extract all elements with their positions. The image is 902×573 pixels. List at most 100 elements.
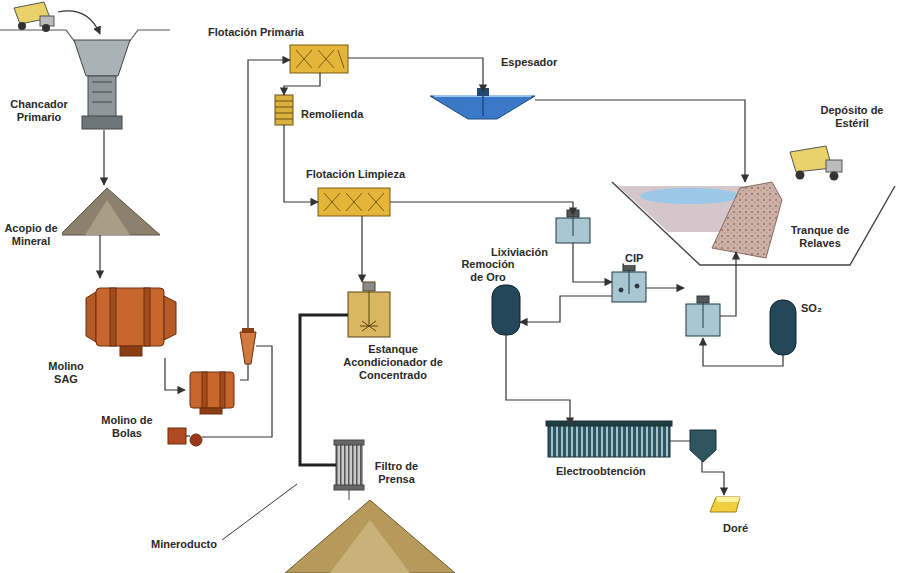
flow-connector [390,202,573,215]
equipment-label: Filtro de Prensa [368,460,425,486]
electrowinning-cell [546,421,672,457]
flotation-cell [318,188,390,216]
agitated-tank [612,272,646,302]
ball-mill [202,372,207,408]
regrind-mill [275,101,293,119]
flow-connector [520,296,612,322]
conditioning-tank [363,282,375,291]
crusher [74,40,130,76]
equipment-label: Acopio de Mineral [0,222,62,248]
detox-lines [646,252,783,366]
crusher [82,116,122,129]
haul-truck [58,11,100,34]
equipment-node: Doré [708,495,740,517]
regrind-mill [275,95,293,125]
pipeline-label: Mineroducto [150,538,218,551]
crusher [92,92,112,93]
pump [168,428,186,444]
pipeline-leader [222,484,297,540]
filter-press [336,444,362,486]
conditioning-tank [348,282,390,337]
equipment-node: Flotación Limpieza [318,188,390,216]
equipment-label: Espesador [500,56,558,69]
waste-truck [830,172,839,181]
equipment-node: Remolienda [275,95,293,125]
flow-connector [573,243,612,282]
equipment-node: Remoción de Oro [492,285,520,335]
filter-press [349,490,350,500]
equipment-node: Espesador [430,92,535,122]
agitated-tank [556,218,590,243]
haul-truck [14,2,100,34]
concentrate-stockpile [285,500,455,573]
dore-bar [710,497,740,512]
pipeline-connector [300,315,348,465]
cyclone-circuit [186,435,190,436]
waste-truck [826,160,842,172]
waste-truck [796,171,805,180]
hopper [690,430,716,462]
flow-connector [284,73,320,95]
cyclone-circuit [202,346,272,437]
agitated-tank [697,296,709,303]
equipment-node: Molino de Bolas [185,365,240,415]
haul-truck [42,24,50,32]
equipment-label: Remolienda [300,108,364,121]
flotation-cell [290,45,348,73]
tailings-dam [640,188,740,204]
tailings-dam [712,182,782,258]
thickener [482,96,484,116]
agitated-tank [629,271,630,294]
hydrocyclone [240,332,256,364]
equipment-label: Molino SAG [40,360,92,386]
tailings-dam [612,182,895,265]
crusher [74,40,130,129]
conditioning-tank [360,321,378,331]
equipment-node: Filtro de Prensa [336,440,362,490]
equipment-label: Electroobtención [555,465,647,478]
thickener [430,96,535,119]
equipment-label: Molino de Bolas [90,414,164,440]
sag-mill [86,292,96,342]
equipment-node: Acopio de Mineral [60,185,160,235]
pressure-vessel [770,300,796,355]
flow-connector [506,335,570,425]
flow-connector [361,216,362,282]
agitated-tank [686,304,720,336]
agitated-tank [703,303,704,328]
electrowinning-cell [548,425,670,457]
pit-outline [126,30,170,46]
equipment-node: Electroobtención [548,425,670,457]
equipment-node: Tranque de Relaves [625,182,885,252]
agitated-tank [556,210,720,336]
crusher [92,82,112,83]
equipment-label: CIP [624,252,644,265]
agitated-tank [619,288,623,292]
regrind-mill [275,95,293,125]
pressure-vessel [492,285,520,335]
hydrocyclone [242,328,254,333]
ball-mill [220,372,225,408]
agitated-tank [635,284,639,288]
ore-stockpile [60,188,160,235]
concentrate-stockpile [330,520,410,573]
filter-press [334,440,364,500]
pump [190,434,202,446]
ball-mill [190,372,234,414]
conditioning-tank [369,291,370,326]
pump [168,428,202,446]
flotation-cell [324,193,384,211]
ball-mill [200,408,222,414]
waste-truck [790,146,842,181]
sag-mill [144,288,150,346]
crusher [88,76,116,118]
haul-truck [18,22,26,30]
pressure-vessel [492,285,796,355]
flow-connector [165,358,185,390]
pit-outline [0,30,78,46]
ore-stockpile [85,200,130,235]
equipment-node: SO₂ [770,300,796,355]
hydrocyclone [240,328,256,364]
